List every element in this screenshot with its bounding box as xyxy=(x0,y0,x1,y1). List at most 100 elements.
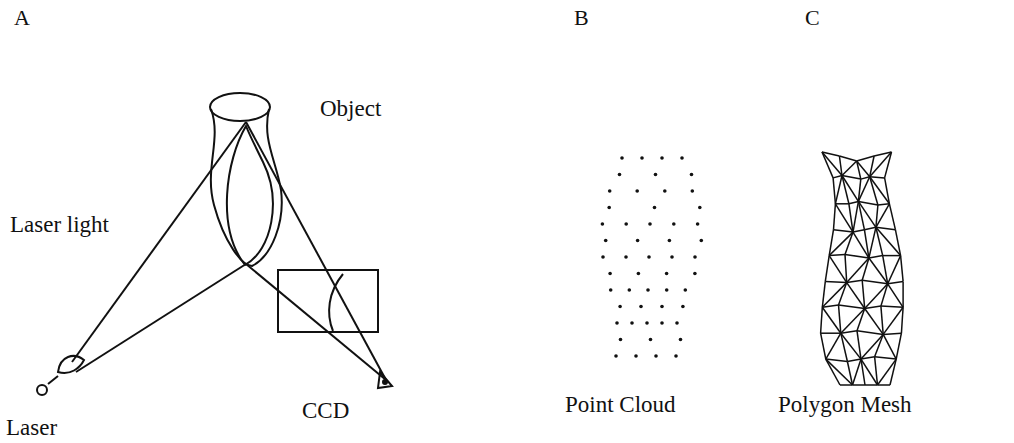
mesh-edge xyxy=(883,307,903,334)
cloud-point xyxy=(618,305,622,309)
cloud-point xyxy=(619,338,623,342)
mesh-edge xyxy=(826,359,840,385)
laser-symbol xyxy=(48,376,58,384)
mesh-edge xyxy=(821,333,826,359)
mesh-edge xyxy=(878,359,897,385)
mesh-edge xyxy=(861,357,875,359)
cloud-point xyxy=(628,288,632,292)
mesh-edge xyxy=(822,152,833,178)
cloud-point xyxy=(663,189,667,193)
mesh-edge xyxy=(853,359,862,385)
cloud-point xyxy=(660,321,664,325)
cloud-point xyxy=(640,156,644,160)
cloud-point xyxy=(618,173,622,177)
cloud-point xyxy=(654,354,658,358)
point-cloud xyxy=(601,156,703,358)
cloud-point xyxy=(608,189,612,193)
laser-label: Laser xyxy=(4,415,59,440)
scanner-setup xyxy=(37,93,392,395)
mesh-edge xyxy=(875,334,884,356)
mesh-edge xyxy=(841,309,865,334)
cloud-point xyxy=(665,288,669,292)
mesh-edge xyxy=(888,284,903,308)
mesh-edge xyxy=(858,201,876,227)
mesh-edge xyxy=(864,227,876,229)
cloud-point xyxy=(646,288,650,292)
cloud-point xyxy=(647,255,651,259)
cloud-point xyxy=(698,206,702,210)
mesh-edge xyxy=(865,284,888,309)
cloud-point xyxy=(672,222,676,226)
mesh-edge xyxy=(883,255,901,257)
mesh-edge xyxy=(835,203,849,205)
cloud-point xyxy=(649,338,653,342)
ccd-lens xyxy=(383,380,387,384)
cloud-point xyxy=(615,321,619,325)
cloud-point xyxy=(601,255,605,259)
mesh-edge xyxy=(881,306,883,334)
mesh-edge xyxy=(822,152,842,176)
mesh-edge xyxy=(845,232,853,254)
cloud-point xyxy=(674,354,678,358)
mesh-edge xyxy=(839,305,865,309)
mesh-edge xyxy=(890,359,896,385)
mesh-edge xyxy=(876,227,896,229)
mesh-edge xyxy=(829,256,847,283)
mesh-edge xyxy=(847,362,852,386)
cloud-point xyxy=(607,206,611,210)
cloud-point xyxy=(624,255,628,259)
image-profile xyxy=(329,274,343,331)
cloud-point xyxy=(639,305,643,309)
cloud-point xyxy=(690,173,694,177)
mesh-edge xyxy=(839,283,847,305)
mesh-edge xyxy=(857,331,861,359)
mesh-edge xyxy=(881,306,903,307)
mesh-edge xyxy=(839,156,856,161)
vase-rim xyxy=(210,93,270,121)
mesh-edge xyxy=(853,384,866,386)
mesh-edge xyxy=(825,256,829,282)
mesh-edge xyxy=(869,256,883,258)
mesh-edge xyxy=(822,307,841,333)
cloud-point xyxy=(693,255,697,259)
mesh-edge xyxy=(841,331,857,333)
mesh-edge xyxy=(881,284,888,306)
cloud-point xyxy=(680,156,684,160)
mesh-edge xyxy=(888,256,901,284)
mesh-edge xyxy=(889,204,895,230)
mesh-edge xyxy=(829,254,845,255)
mesh-edge xyxy=(870,177,890,204)
mesh-edge xyxy=(829,232,853,256)
mesh-edge xyxy=(870,177,885,178)
image-plane xyxy=(278,270,378,332)
cloud-point xyxy=(675,321,679,325)
cloud-point xyxy=(668,239,672,243)
cloud-point xyxy=(630,321,634,325)
mesh-edge xyxy=(847,280,863,282)
polygon-mesh-label: Polygon Mesh xyxy=(776,392,914,417)
laser-source xyxy=(58,356,84,373)
cloud-point xyxy=(700,239,704,243)
mesh-edge xyxy=(842,176,858,202)
mesh-edge xyxy=(865,309,884,335)
cloud-point xyxy=(684,288,688,292)
mesh-edge xyxy=(862,280,865,308)
laser-symbol xyxy=(37,385,47,395)
cloud-point xyxy=(601,222,605,226)
mesh-edge xyxy=(847,258,869,283)
mesh-edge xyxy=(865,306,881,308)
cloud-point xyxy=(634,354,638,358)
cloud-point xyxy=(681,305,685,309)
cloud-point xyxy=(620,156,624,160)
mesh-edge xyxy=(862,258,869,280)
mesh-edge xyxy=(822,305,838,307)
cloud-point xyxy=(624,222,628,226)
mesh-edge xyxy=(826,359,848,361)
mesh-edge xyxy=(834,230,854,232)
mesh-edge xyxy=(835,176,842,204)
mesh-edge xyxy=(849,204,853,232)
mesh-edge xyxy=(870,177,878,205)
mesh-edge xyxy=(883,256,888,284)
mesh-edge xyxy=(822,281,825,307)
cloud-point xyxy=(660,305,664,309)
